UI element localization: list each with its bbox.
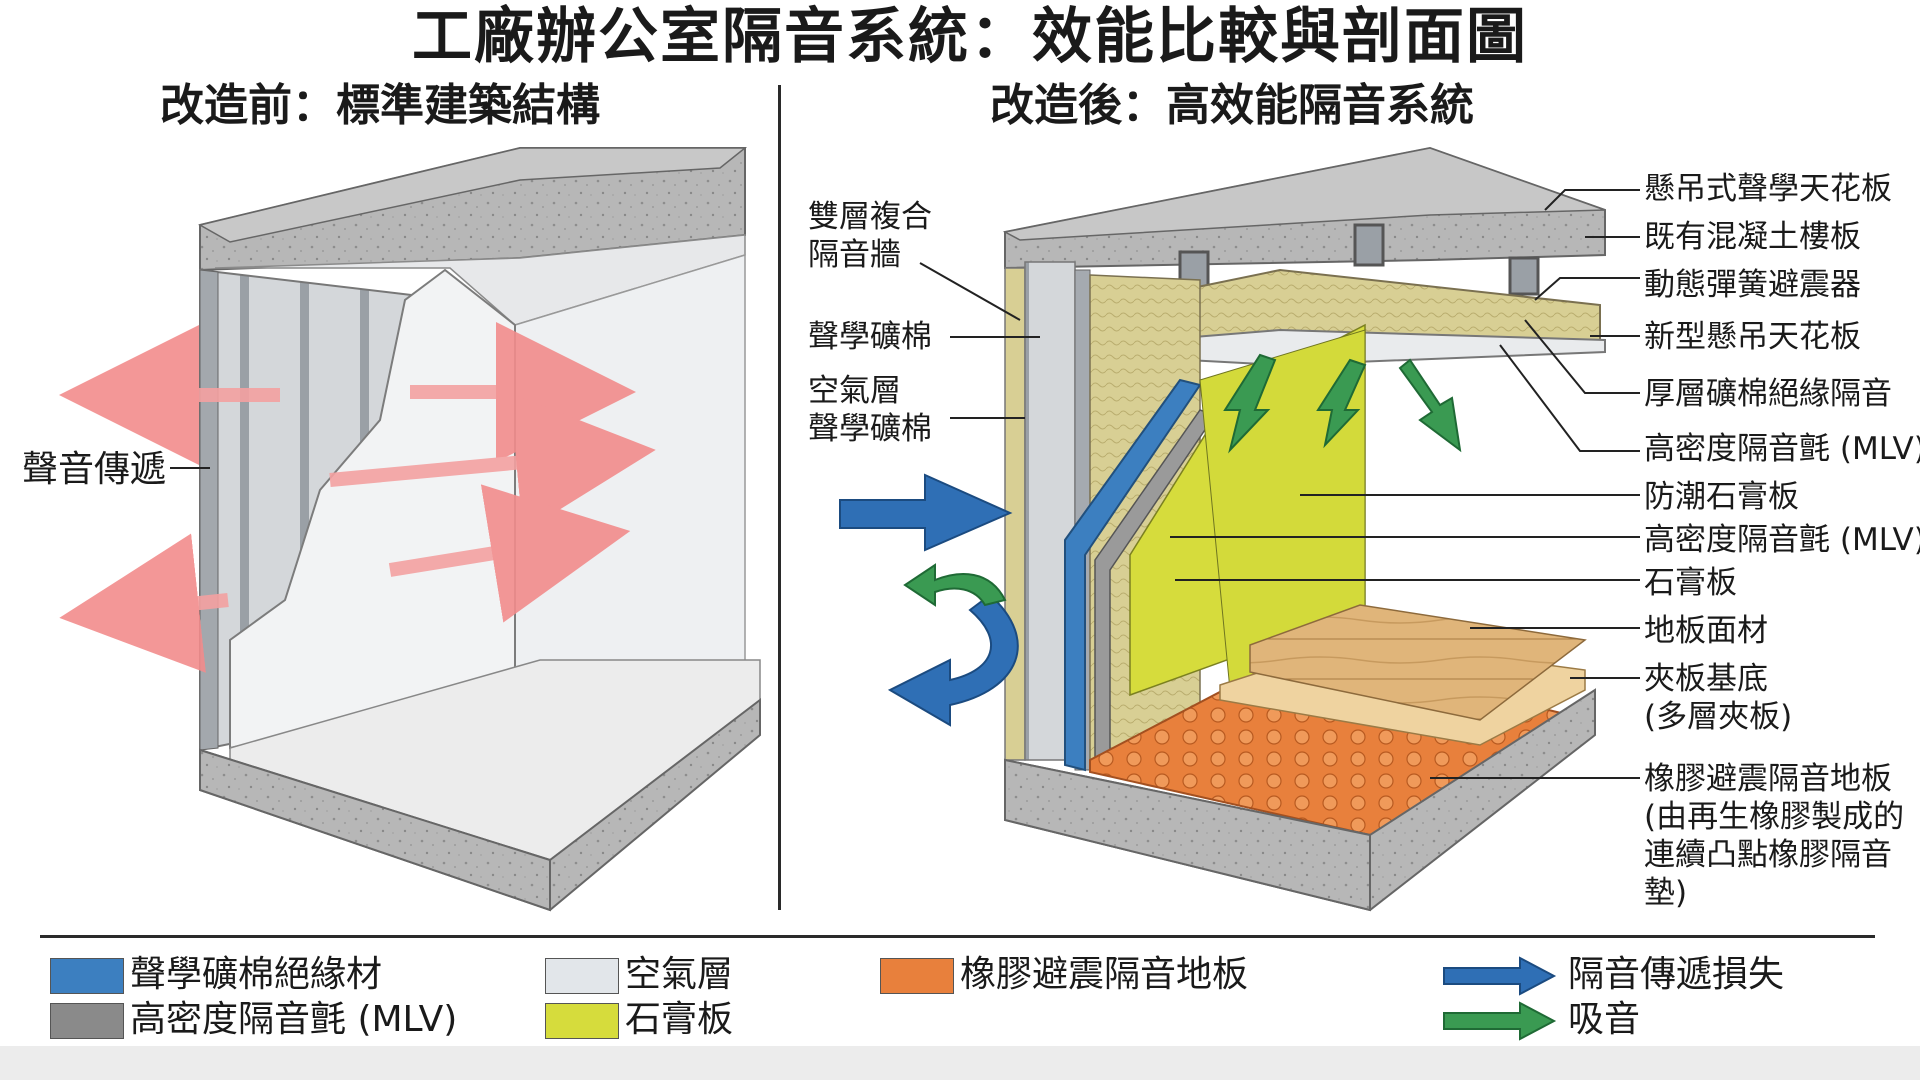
callout-mlv-1: 高密度隔音氈 (MLV) [1644, 431, 1920, 467]
legend-swatch-gray [50, 1003, 124, 1039]
page-title: 工廠辦公室隔音系統：效能比較與剖面圖 [412, 2, 1528, 72]
legend-green-arrow-icon [1443, 1001, 1557, 1041]
sound-transmission-label: 聲音傳遞 [22, 449, 167, 490]
callout-mlv-2: 高密度隔音氈 (MLV) [1644, 522, 1920, 558]
legend-blue-arrow-icon [1443, 956, 1557, 996]
legend-swatch-blue [50, 958, 124, 994]
callout-new-ceiling: 新型懸吊天花板 [1644, 319, 1861, 355]
legend-label-gypsum: 石膏板 [625, 999, 734, 1040]
callout-concrete-slab: 既有混凝土樓板 [1644, 219, 1861, 255]
callout-rubber-floor: 橡膠避震隔音地板 (由再生橡膠製成的 連續凸點橡膠隔音 墊) [1644, 761, 1905, 911]
legend-label-sound-loss: 隔音傳遞損失 [1568, 954, 1785, 995]
legend-swatch-gypsum [545, 1003, 619, 1039]
air-gap-label: 空氣層 聲學礦棉 [808, 373, 932, 447]
after-room [839, 146, 1606, 912]
footer-bar [0, 1046, 1920, 1080]
legend-divider [40, 935, 1875, 938]
callout-thick-wool: 厚層礦棉絕緣隔音 [1644, 376, 1892, 412]
callout-floor-finish: 地板面材 [1644, 613, 1768, 649]
legend-label-rubber: 橡膠避震隔音地板 [960, 954, 1249, 995]
callout-spring-isolator: 動態彈簧避震器 [1644, 267, 1861, 303]
double-wall-label: 雙層複合 隔音牆 [808, 199, 932, 273]
callout-gypsum: 石膏板 [1644, 565, 1737, 601]
callout-moisture-gypsum: 防潮石膏板 [1644, 479, 1799, 515]
callout-plywood: 夾板基底 (多層夾板) [1644, 661, 1793, 735]
legend-swatch-air [545, 958, 619, 994]
callout-lines [919, 189, 1640, 779]
panel-divider [778, 85, 781, 910]
legend-label-mlv: 高密度隔音氈 (MLV) [130, 999, 458, 1040]
legend-label-air: 空氣層 [625, 954, 734, 995]
callout-suspended-ceiling: 懸吊式聲學天花板 [1644, 171, 1892, 207]
before-heading: 改造前：標準建築結構 [160, 80, 600, 131]
legend-label-absorption: 吸音 [1568, 999, 1641, 1040]
legend-swatch-rubber [880, 958, 954, 994]
after-heading: 改造後：高效能隔音系統 [990, 80, 1474, 131]
acoustic-wool-label: 聲學礦棉 [808, 319, 932, 355]
before-room [59, 147, 761, 912]
legend-label-wool: 聲學礦棉絕緣材 [130, 954, 383, 995]
